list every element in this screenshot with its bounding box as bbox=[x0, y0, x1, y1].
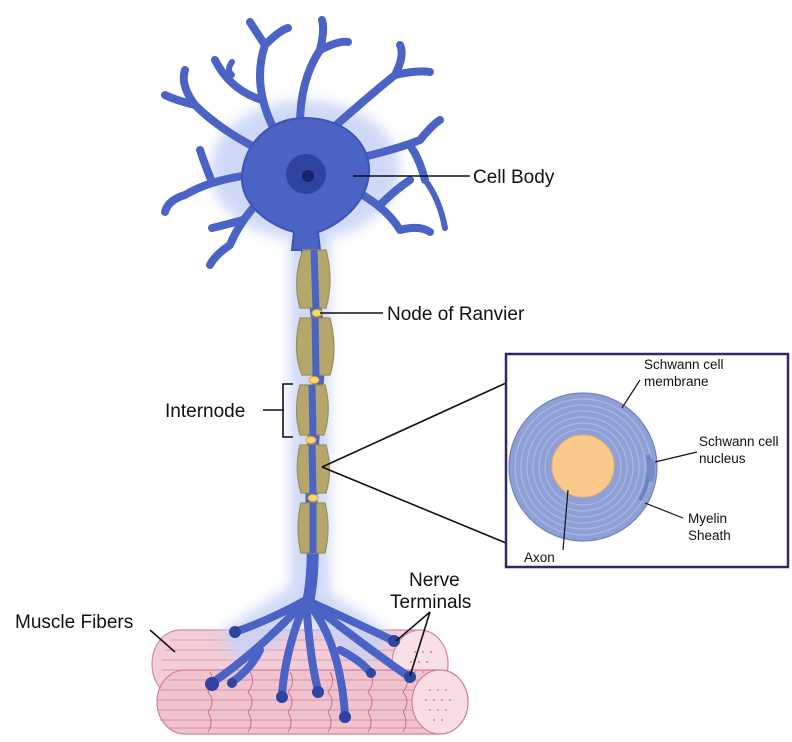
zoom-line-top bbox=[322, 383, 506, 467]
axon-cross-section bbox=[552, 435, 614, 497]
node-of-ranvier-2 bbox=[309, 377, 319, 384]
cross-section-inset: Schwann cell membrane Schwann cell nucle… bbox=[506, 354, 788, 567]
nucleolus bbox=[302, 170, 314, 182]
label-myelin-line2: Sheath bbox=[688, 528, 731, 543]
node-of-ranvier-3 bbox=[306, 437, 316, 444]
label-axon: Axon bbox=[524, 550, 555, 565]
axon-core bbox=[312, 250, 316, 553]
label-nerve-terminals-line1: Nerve bbox=[409, 570, 460, 591]
label-nerve-terminals-line2: Terminals bbox=[390, 592, 471, 613]
label-internode: Internode bbox=[165, 401, 245, 422]
label-myelin-line1: Myelin bbox=[688, 511, 727, 526]
label-node-of-ranvier: Node of Ranvier bbox=[387, 304, 525, 325]
label-cell-body: Cell Body bbox=[473, 167, 555, 188]
zoom-line-bottom bbox=[322, 467, 506, 543]
label-schwann-membrane-line1: Schwann cell bbox=[644, 357, 724, 372]
label-muscle-fibers: Muscle Fibers bbox=[15, 612, 133, 633]
label-schwann-nucleus-line2: nucleus bbox=[699, 451, 746, 466]
node-of-ranvier-4 bbox=[308, 495, 318, 502]
label-schwann-membrane-line2: membrane bbox=[644, 374, 709, 389]
label-schwann-nucleus-line1: Schwann cell bbox=[699, 434, 779, 449]
